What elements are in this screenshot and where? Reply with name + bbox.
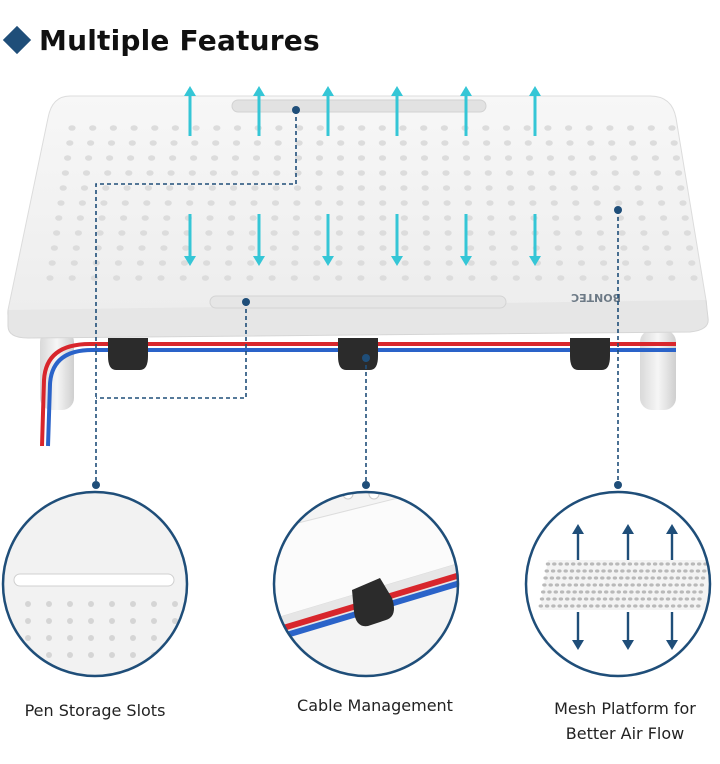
feature-label-cable-management: Cable Management <box>297 696 453 715</box>
detail-mesh-airflow <box>524 490 712 678</box>
feature-label-pen-storage: Pen Storage Slots <box>24 701 166 720</box>
pen-slot <box>231 99 487 113</box>
cable-clip-icon <box>108 338 610 370</box>
cables <box>40 342 676 447</box>
page-title: Multiple Features <box>39 23 320 57</box>
brand-logo: BONTEC <box>571 291 621 304</box>
detail-cable-management <box>272 490 460 678</box>
callout-dot-icon <box>92 106 622 489</box>
detail-pen-storage <box>1 490 189 678</box>
feature-label-mesh-platform: Mesh Platform for Better Air Flow <box>554 699 696 743</box>
section-header: Multiple Features <box>0 18 320 62</box>
pen-slot <box>209 295 507 309</box>
stand-platform: BONTEC <box>7 95 709 339</box>
airflow-arrow-icon <box>184 86 541 266</box>
callout-lines <box>95 110 619 482</box>
